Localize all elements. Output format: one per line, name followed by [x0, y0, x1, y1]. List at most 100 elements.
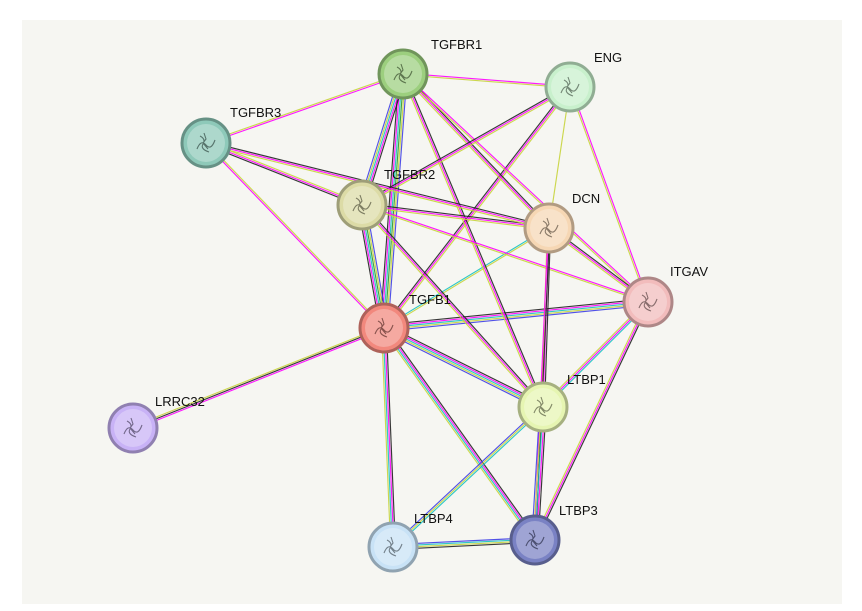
- edge-tgfbr2-dcn[interactable]: [361, 202, 550, 231]
- edge-tgfb1-ltbp1[interactable]: [382, 324, 545, 411]
- node-circle: [377, 48, 429, 100]
- protein-structure-icon: [560, 76, 580, 97]
- edge-evidence-line: [393, 407, 545, 549]
- node-highlight: [114, 409, 152, 447]
- node-dcn[interactable]: DCN: [523, 191, 600, 254]
- edge-evidence-line: [381, 329, 534, 542]
- node-label: LTBP1: [567, 372, 606, 387]
- edge-tgfbr2-itgav[interactable]: [361, 203, 649, 304]
- node-tgfbr2[interactable]: TGFBR2: [336, 167, 435, 231]
- edge-itgav-ltbp3[interactable]: [533, 301, 650, 541]
- node-label: TGFBR1: [431, 37, 482, 52]
- edge-evidence-line: [205, 142, 363, 206]
- node-circle: [523, 202, 575, 254]
- edge-tgfbr2-eng[interactable]: [360, 85, 572, 207]
- node-ltbp1[interactable]: LTBP1: [517, 372, 606, 433]
- edge-tgfbr1-itgav[interactable]: [402, 72, 649, 304]
- edge-evidence-line: [362, 87, 572, 207]
- network-panel: [22, 20, 842, 604]
- node-highlight: [187, 124, 225, 162]
- node-tgfbr1[interactable]: TGFBR1: [377, 37, 482, 100]
- node-tgfbr3[interactable]: TGFBR3: [180, 105, 281, 169]
- edge-tgfb1-itgav[interactable]: [383, 298, 649, 332]
- edge-evidence-line: [132, 327, 385, 429]
- edge-evidence-line: [383, 328, 543, 409]
- node-eng[interactable]: ENG: [544, 50, 622, 113]
- protein-structure-icon: [352, 194, 372, 215]
- edge-evidence-line: [384, 327, 537, 540]
- edge-tgfbr2-tgfbr3[interactable]: [205, 140, 363, 208]
- protein-structure-icon: [539, 217, 559, 238]
- node-circle: [517, 381, 569, 433]
- edge-evidence-line: [361, 86, 571, 206]
- edge-evidence-line: [385, 327, 396, 547]
- edge-evidence-line: [383, 226, 549, 328]
- edge-evidence-line: [403, 72, 571, 87]
- node-ltbp3[interactable]: LTBP3: [509, 503, 598, 566]
- protein-structure-icon: [393, 63, 413, 84]
- node-circle: [367, 521, 419, 573]
- edge-tgfbr1-tgfbr3[interactable]: [205, 72, 404, 145]
- edge-evidence-line: [361, 206, 549, 231]
- node-itgav[interactable]: ITGAV: [622, 264, 708, 328]
- edge-evidence-line: [391, 405, 543, 547]
- edge-evidence-line: [206, 142, 385, 328]
- node-circle: [544, 61, 596, 113]
- edge-evidence-line: [206, 140, 363, 205]
- node-label: DCN: [572, 191, 600, 206]
- edge-evidence-line: [383, 327, 544, 408]
- edge-evidence-line: [384, 327, 395, 547]
- edge-evidence-line: [360, 85, 570, 205]
- node-ltbp4[interactable]: LTBP4: [367, 511, 453, 573]
- node-tgfb1[interactable]: TGFB1: [358, 292, 451, 354]
- node-circle: [107, 402, 159, 454]
- edge-evidence-line: [402, 73, 544, 408]
- node-lrrc32[interactable]: LRRC32: [107, 394, 205, 454]
- node-circle: [622, 276, 674, 328]
- node-circle: [180, 117, 232, 169]
- edge-evidence-line: [570, 86, 650, 302]
- node-circle: [336, 179, 388, 231]
- edge-evidence-line: [535, 302, 650, 541]
- edge-tgfb1-tgfbr1[interactable]: [379, 73, 408, 329]
- edge-evidence-line: [384, 304, 649, 332]
- edge-tgfb1-dcn[interactable]: [383, 226, 550, 330]
- edge-tgfbr2-ltbp1[interactable]: [360, 203, 545, 409]
- node-circle: [358, 302, 410, 354]
- node-highlight: [524, 388, 562, 426]
- node-label: LRRC32: [155, 394, 205, 409]
- edge-evidence-line: [206, 74, 404, 145]
- edge-evidence-line: [402, 74, 648, 304]
- edge-ltbp1-ltbp4[interactable]: [391, 405, 545, 549]
- protein-structure-icon: [525, 529, 545, 550]
- edge-tgfbr1-ltbp1[interactable]: [400, 73, 546, 408]
- node-label: LTBP3: [559, 503, 598, 518]
- edge-tgfb1-ltbp3[interactable]: [381, 326, 538, 542]
- edge-evidence-line: [403, 73, 546, 407]
- node-highlight: [365, 309, 403, 347]
- edge-evidence-line: [361, 204, 544, 408]
- edge-evidence-line: [361, 205, 648, 304]
- node-highlight: [516, 521, 554, 559]
- edge-tgfb1-lrrc32[interactable]: [132, 325, 385, 431]
- node-highlight: [629, 283, 667, 321]
- node-highlight: [343, 186, 381, 224]
- edge-evidence-line: [206, 140, 550, 228]
- edge-evidence-line: [534, 301, 649, 541]
- protein-structure-icon: [638, 291, 658, 312]
- edge-tgfb1-tgfbr3[interactable]: [205, 142, 385, 329]
- edge-tgfbr1-eng[interactable]: [402, 72, 571, 89]
- edge-evidence-line: [383, 86, 571, 329]
- node-highlight: [384, 55, 422, 93]
- edge-evidence-line: [382, 73, 403, 328]
- edge-eng-itgav[interactable]: [568, 86, 650, 303]
- edge-tgfb1-ltbp4[interactable]: [381, 327, 396, 548]
- node-circle: [509, 514, 561, 566]
- edge-evidence-line: [385, 326, 538, 539]
- edge-evidence-line: [384, 303, 649, 331]
- node-highlight: [551, 68, 589, 106]
- node-highlight: [374, 528, 412, 566]
- protein-structure-icon: [383, 536, 403, 557]
